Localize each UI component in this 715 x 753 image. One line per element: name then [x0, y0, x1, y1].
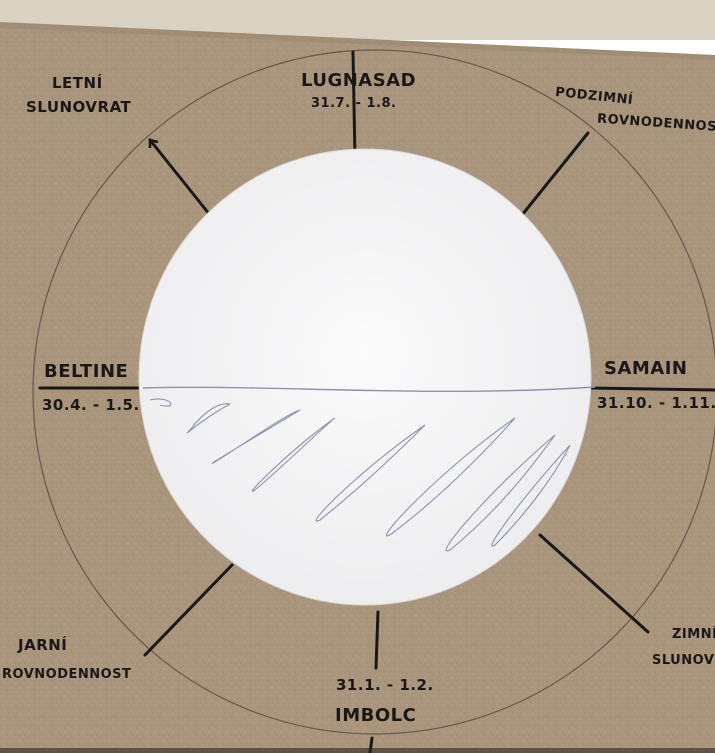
- label-beltine-date: 30.4. - 1.5.: [42, 398, 140, 413]
- label-imbolc-date: 31.1. - 1.2.: [336, 678, 434, 693]
- label-lugnasad-name: LUGNASAD: [301, 72, 416, 90]
- spoke-imbolc: [376, 612, 378, 668]
- label-beltine-name: BELTINE: [44, 363, 128, 381]
- label-letni-line1: LETNÍ: [52, 76, 103, 91]
- spoke-samain: [590, 388, 715, 390]
- label-imbolc-name: IMBOLC: [335, 707, 416, 725]
- paper-disc: [139, 149, 591, 605]
- label-zimni-line2: SLUNOVRAT: [652, 654, 715, 667]
- label-samain-name: SAMAIN: [604, 360, 688, 378]
- label-lugnasad-date: 31.7. - 1.8.: [311, 97, 396, 110]
- label-samain-date: 31.10. - 1.11.: [597, 396, 715, 411]
- label-jarni-line2: ROVNODENNOST: [2, 668, 131, 681]
- label-zimni-line1: ZIMNÍ: [672, 628, 715, 641]
- label-jarni-line1: JARNÍ: [18, 638, 67, 653]
- label-letni-line2: SLUNOVRAT: [26, 100, 131, 115]
